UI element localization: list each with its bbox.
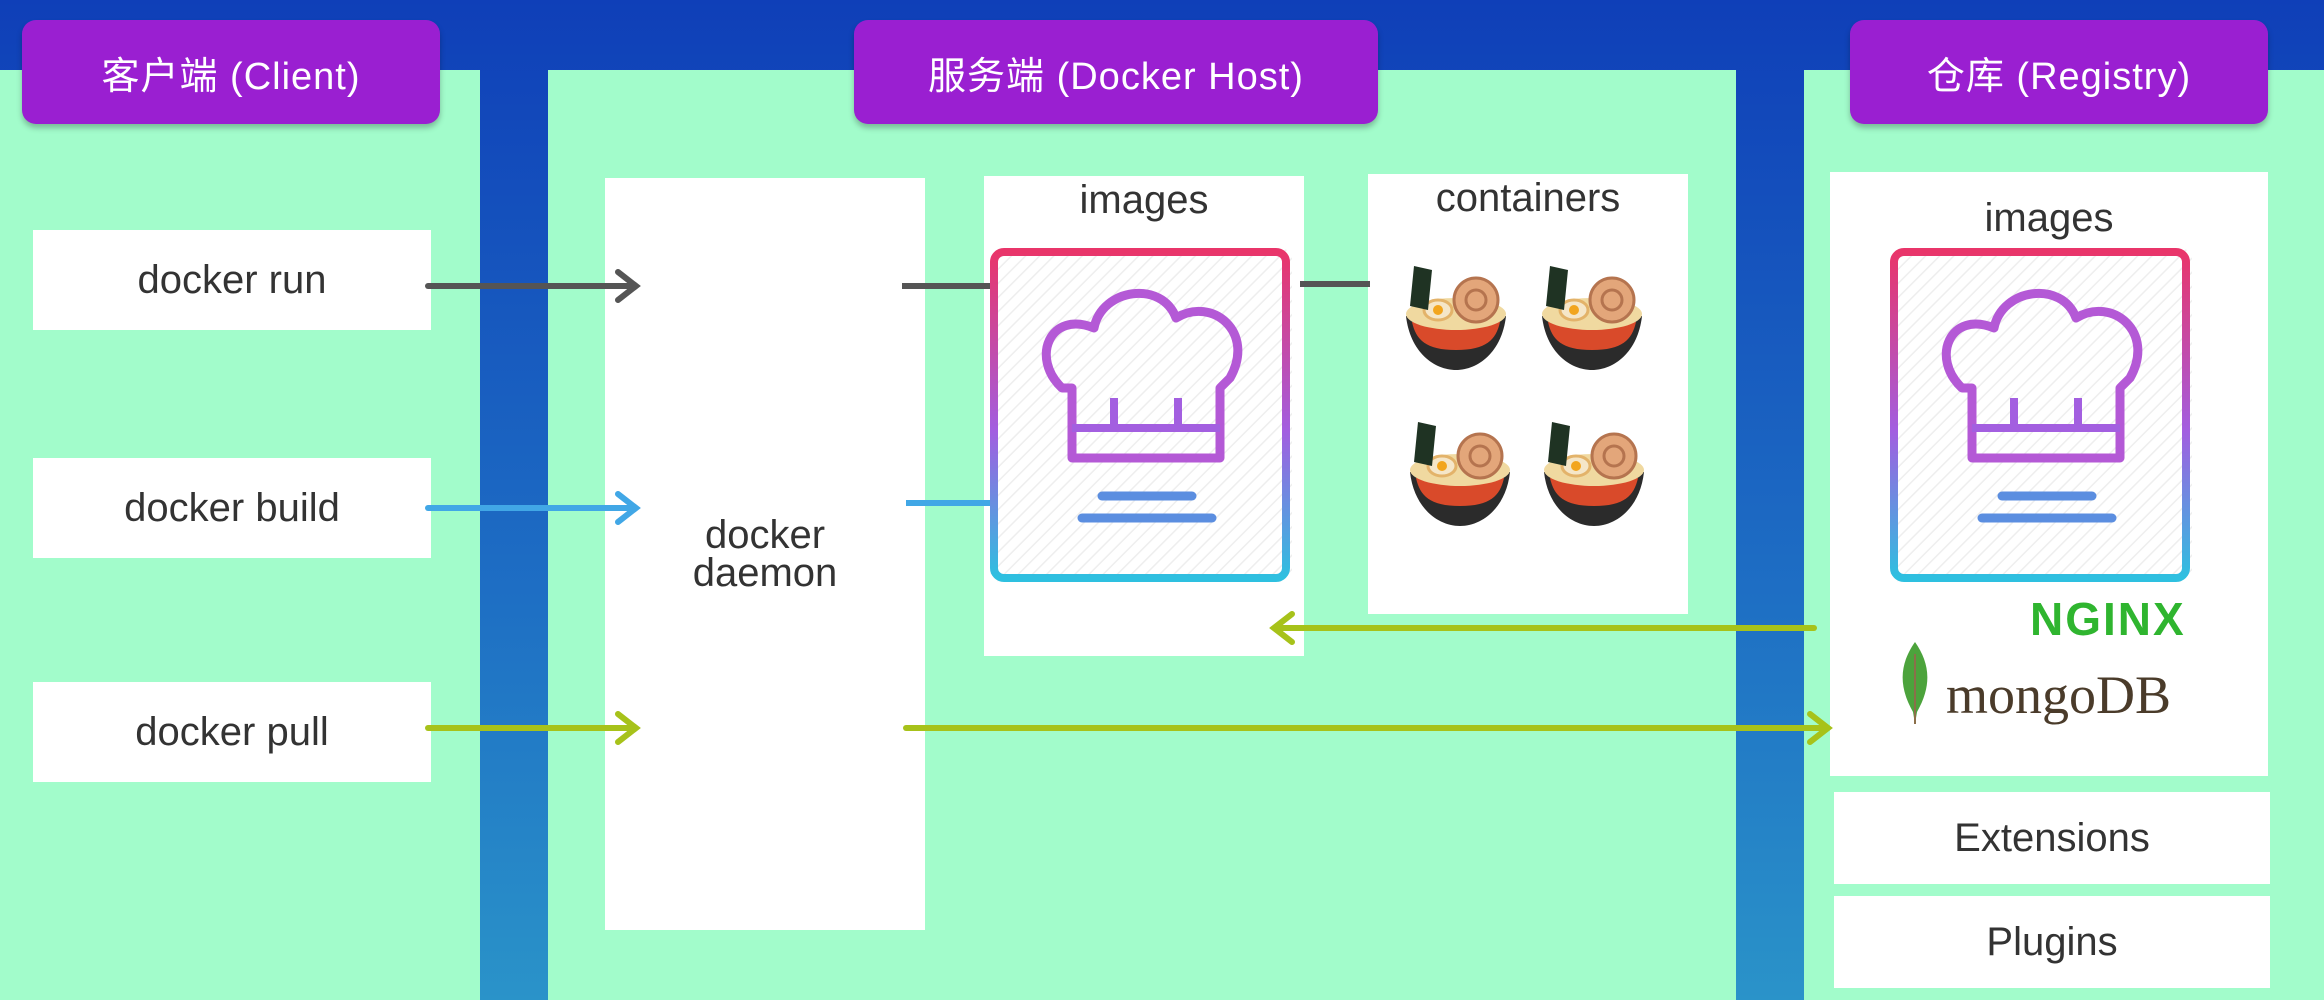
nginx-logo: NGINX — [2030, 593, 2186, 645]
docker-build-arrow — [425, 491, 641, 525]
ramen-bowl-icon — [1542, 266, 1642, 370]
daemon-to-registry-arrow — [903, 711, 1833, 745]
docker-run-command: docker run — [33, 230, 431, 330]
registry-header: 仓库 (Registry) — [1850, 20, 2268, 124]
registry-images-label: images — [1984, 196, 2114, 240]
registry-chef-hat-book-icon — [1890, 248, 2192, 582]
mongodb-leaf-icon — [1895, 640, 1935, 726]
docker-daemon-label-line2: daemon — [692, 551, 838, 595]
ramen-bowl-icon — [1406, 266, 1506, 370]
client-header: 客户端 (Client) — [22, 20, 440, 124]
docker-pull-command: docker pull — [33, 682, 431, 782]
docker-pull-arrow — [425, 711, 641, 745]
containers-label: containers — [1435, 176, 1621, 220]
mongodb-logo: mongoDB — [1946, 665, 2172, 725]
chef-hat-book-icon — [990, 248, 1292, 582]
extensions-box: Extensions — [1834, 792, 2270, 884]
registry-to-images-arrow — [1269, 611, 1817, 645]
plugins-box: Plugins — [1834, 896, 2270, 988]
ramen-bowl-icon — [1410, 422, 1510, 526]
containers-box: containers — [1368, 174, 1688, 614]
docker-daemon-label-line1: docker — [704, 513, 826, 557]
ramen-bowl-icon — [1544, 422, 1644, 526]
docker-build-command: docker build — [33, 458, 431, 558]
host-header: 服务端 (Docker Host) — [854, 20, 1378, 124]
host-images-label: images — [1079, 178, 1209, 222]
docker-daemon-box: docker daemon — [605, 178, 925, 930]
docker-run-arrow — [425, 269, 641, 303]
